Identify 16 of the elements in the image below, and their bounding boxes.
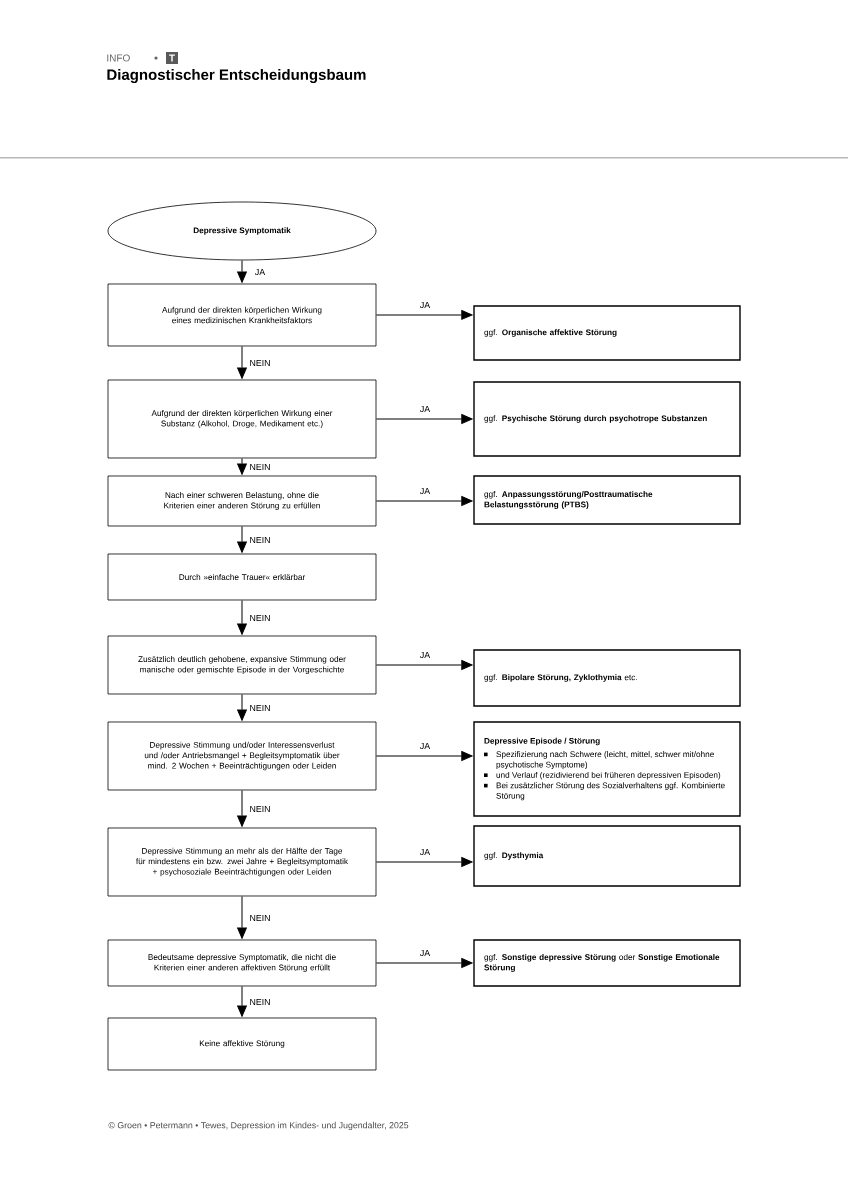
arrow (375, 857, 473, 867)
arrow (375, 751, 473, 761)
arrow (375, 310, 473, 320)
arrow (237, 789, 247, 827)
arrow (237, 345, 247, 379)
arrow (237, 693, 247, 721)
arrow (237, 895, 247, 939)
arrow (237, 259, 247, 283)
arrow (375, 414, 473, 424)
arrow (375, 496, 473, 506)
arrow (237, 985, 247, 1017)
arrow (375, 958, 473, 968)
arrow (237, 599, 247, 635)
arrow (375, 660, 473, 670)
arrow (237, 525, 247, 553)
arrow (237, 457, 247, 475)
